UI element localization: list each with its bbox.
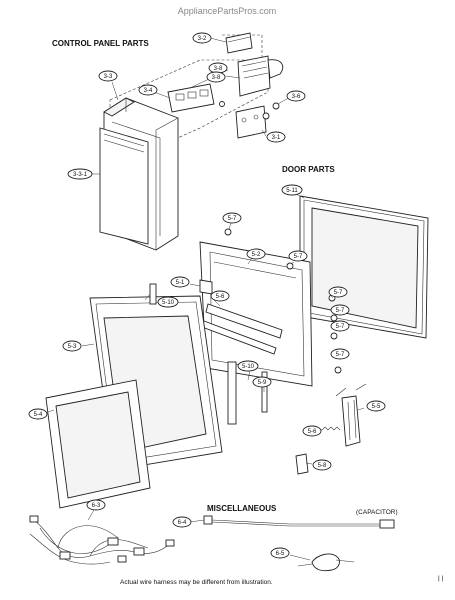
part-5-5-latch-spring[interactable] xyxy=(335,383,367,447)
callout-5-10a: 5-10 xyxy=(157,296,179,308)
part-5-4-choke-cover[interactable] xyxy=(45,379,151,509)
callout-6-3: 6-3 xyxy=(86,499,106,511)
callout-5-7a: 5-7 xyxy=(222,212,242,224)
svg-text:5-4: 5-4 xyxy=(34,412,43,418)
misc-section-title: MISCELLANEOUS xyxy=(207,504,277,513)
part-5-6-spring[interactable] xyxy=(321,426,341,431)
callout-3-1: 3-1 xyxy=(266,131,286,143)
part-5-11-door-frame[interactable] xyxy=(299,195,429,339)
callout-5-3: 5-3 xyxy=(62,340,82,352)
svg-text:3-4: 3-4 xyxy=(144,88,153,94)
callout-5-7b: 5-7 xyxy=(288,250,308,262)
svg-text:5-1: 5-1 xyxy=(176,280,185,286)
svg-text:5-7: 5-7 xyxy=(334,290,343,296)
callout-5-2: 5-2 xyxy=(246,248,266,260)
callout-5-1: 5-1 xyxy=(170,276,190,288)
part-3-8-board[interactable] xyxy=(237,55,284,97)
capacitor-note: (CAPACITOR) xyxy=(356,509,398,516)
door-section-title: DOOR PARTS xyxy=(282,165,335,174)
svg-text:5-6: 5-6 xyxy=(308,429,317,435)
part-3-2[interactable] xyxy=(225,32,253,54)
svg-text:5-10: 5-10 xyxy=(162,300,175,306)
callout-5-7f: 5-7 xyxy=(330,348,350,360)
svg-text:6-5: 6-5 xyxy=(276,551,285,557)
svg-text:5-9: 5-9 xyxy=(258,380,267,386)
callout-3-8a: 3-8 xyxy=(208,62,228,74)
door-group: 5-11 5-7 5-2 5-7 5-1 5-6 5-10 5-7 xyxy=(28,184,429,509)
part-6-4-capacitor[interactable] xyxy=(203,515,395,529)
control-panel-section-title: CONTROL PANEL PARTS xyxy=(52,39,149,48)
callout-5-6: 5-6 xyxy=(210,290,230,302)
callout-3-3: 3-3 xyxy=(98,70,118,82)
wire-harness-note: Actual wire harness may be different fro… xyxy=(120,579,273,586)
part-3-3-1-front-pad[interactable] xyxy=(99,127,149,245)
part-3-6-screws[interactable] xyxy=(219,101,280,120)
svg-text:5-10: 5-10 xyxy=(242,364,255,370)
callout-3-6: 3-6 xyxy=(286,90,306,102)
callout-5-5: 5-5 xyxy=(366,400,386,412)
callout-5-6b: 5-6 xyxy=(302,425,322,437)
svg-text:3-8: 3-8 xyxy=(212,75,221,81)
misc-group: 6-3 6-4 6-5 (CAPACITOR) Actual wire harn… xyxy=(29,499,398,586)
svg-text:5-3: 5-3 xyxy=(68,344,77,350)
svg-text:3-3-1: 3-3-1 xyxy=(73,172,88,178)
part-5-8-block[interactable] xyxy=(295,453,309,475)
part-6-3-wire-harness[interactable] xyxy=(29,515,175,565)
callout-5-11: 5-11 xyxy=(281,184,303,196)
svg-text:5-2: 5-2 xyxy=(252,252,261,258)
svg-text:3-1: 3-1 xyxy=(272,135,281,141)
svg-text:5-11: 5-11 xyxy=(286,188,298,194)
callout-3-2: 3-2 xyxy=(192,32,212,44)
page-mark: | | xyxy=(438,575,443,582)
callout-3-3-1: 3-3-1 xyxy=(67,168,93,180)
svg-text:5-7: 5-7 xyxy=(336,308,345,314)
callout-5-8: 5-8 xyxy=(312,459,332,471)
callout-5-10b: 5-10 xyxy=(237,360,259,372)
svg-text:3-6: 3-6 xyxy=(292,94,301,100)
callout-5-7d: 5-7 xyxy=(330,304,350,316)
svg-text:3-3: 3-3 xyxy=(104,74,113,80)
callout-3-4: 3-4 xyxy=(138,84,158,96)
svg-text:5-7: 5-7 xyxy=(336,324,345,330)
svg-text:5-7: 5-7 xyxy=(336,352,345,358)
callout-5-7c: 5-7 xyxy=(328,286,348,298)
svg-text:6-3: 6-3 xyxy=(92,503,101,509)
svg-text:3-8: 3-8 xyxy=(214,66,223,72)
callout-5-4: 5-4 xyxy=(28,408,48,420)
control-panel-group: 3-2 3-8 3-8 3-3 3-4 3-6 3-3-1 3-1 xyxy=(67,32,306,251)
svg-text:5-7: 5-7 xyxy=(294,254,303,260)
svg-text:6-4: 6-4 xyxy=(178,520,187,526)
svg-text:5-6: 5-6 xyxy=(216,294,225,300)
part-5-1-latch[interactable] xyxy=(193,279,283,355)
callout-5-9: 5-9 xyxy=(252,376,272,388)
svg-text:5-7: 5-7 xyxy=(228,216,237,222)
svg-text:5-8: 5-8 xyxy=(318,463,327,469)
part-6-5[interactable] xyxy=(297,553,355,572)
part-3-1[interactable] xyxy=(235,105,267,139)
svg-text:3-2: 3-2 xyxy=(198,36,207,42)
callout-6-4: 6-4 xyxy=(172,516,192,528)
part-3-4[interactable] xyxy=(167,83,215,113)
callout-6-5: 6-5 xyxy=(270,547,290,559)
callout-3-8b: 3-8 xyxy=(206,71,226,83)
callout-5-7e: 5-7 xyxy=(330,320,350,332)
svg-text:5-5: 5-5 xyxy=(372,404,381,410)
watermark-text: AppliancePartsPros.com xyxy=(178,6,277,16)
